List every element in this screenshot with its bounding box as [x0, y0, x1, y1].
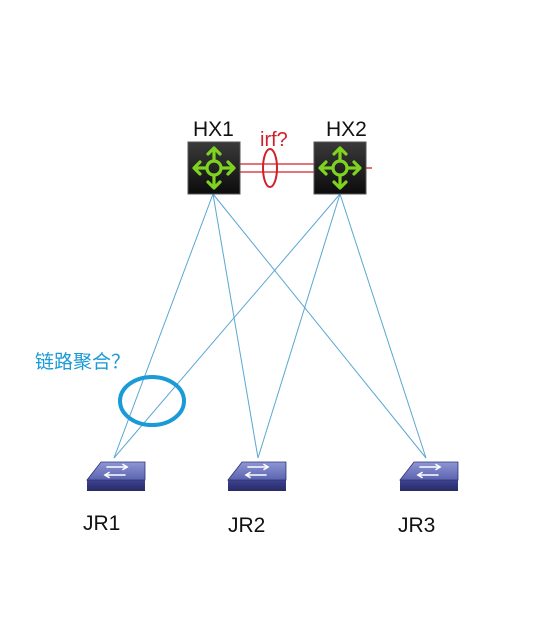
access-switch-label-jr3: JR3 — [398, 514, 435, 537]
core-switch-hx2[interactable]: HX2 — [313, 118, 367, 195]
switch-icon — [86, 461, 146, 491]
core-switch-hx1[interactable]: HX1 — [187, 118, 241, 195]
link-hx2-jr1 — [113, 193, 341, 459]
access-switch-jr3[interactable]: JR3 — [398, 461, 459, 537]
access-switch-label-jr1: JR1 — [83, 512, 120, 535]
link-hx1-jr3 — [212, 193, 427, 459]
core-switch-label-hx1: HX1 — [193, 118, 234, 141]
link-hx2-jr2 — [257, 193, 341, 459]
irf-link: irf? — [240, 129, 372, 188]
irf-ellipse — [262, 148, 278, 188]
access-switch-label-jr2: JR2 — [228, 514, 265, 537]
core-switch-label-hx2: HX2 — [326, 118, 367, 141]
switch-icon — [227, 461, 287, 491]
router-icon — [313, 141, 367, 195]
link-aggregation-ellipse — [118, 375, 186, 427]
irf-label: irf? — [260, 129, 288, 151]
access-switch-jr1[interactable]: JR1 — [83, 461, 146, 535]
link-hx1-jr1 — [113, 193, 214, 459]
link-hx2-jr3 — [339, 193, 427, 459]
uplink-links — [113, 193, 427, 459]
link-aggregation-annotation: 链路聚合？ — [35, 351, 186, 427]
switch-icon — [399, 461, 459, 491]
link-aggregation-label: 链路聚合？ — [35, 351, 130, 373]
access-switch-jr2[interactable]: JR2 — [227, 461, 287, 537]
router-icon — [187, 141, 241, 195]
link-hx1-jr2 — [212, 193, 259, 459]
